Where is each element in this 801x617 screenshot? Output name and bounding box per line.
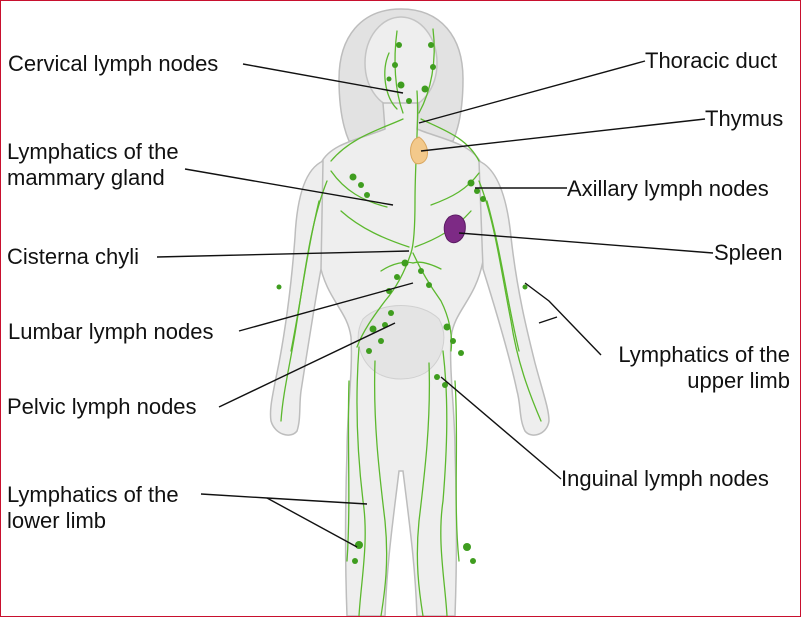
label-upper-line-2: upper limb <box>687 368 790 393</box>
leader-thoracic <box>418 60 646 124</box>
leader-upper-limb-2 <box>538 316 558 324</box>
label-lower-line-2: lower limb <box>7 508 107 533</box>
label-cervical-lymph-nodes: Cervical lymph nodes <box>8 51 219 76</box>
label-upper-line-1: Lymphatics of the <box>618 342 790 367</box>
label-mammary-lymphatics: Lymphatics of the mammary gland <box>7 139 179 191</box>
label-lower-limb-lymphatics: Lymphatics of the lower limb <box>7 482 179 534</box>
leader-upper-limb <box>524 282 602 356</box>
lymph-nodes <box>276 42 528 564</box>
leader-lines <box>156 60 714 548</box>
label-mammary-line-2: mammary gland <box>7 165 165 190</box>
label-spleen: Spleen <box>714 240 783 265</box>
label-thoracic-duct: Thoracic duct <box>645 48 778 73</box>
spleen <box>443 214 466 244</box>
label-thymus: Thymus <box>705 106 784 131</box>
left-arm <box>269 159 324 436</box>
leader-pelvic <box>218 322 396 408</box>
leader-mammary <box>184 168 394 206</box>
label-mammary-line-1: Lymphatics of the <box>7 139 179 164</box>
leader-inguinal <box>440 376 562 480</box>
leader-spleen <box>458 232 714 254</box>
leader-cervical <box>242 63 404 94</box>
thymus <box>410 136 428 165</box>
label-axillary-lymph-nodes: Axillary lymph nodes <box>567 176 769 201</box>
pelvis-shade <box>357 305 445 380</box>
leader-cisterna <box>156 250 410 258</box>
leader-lower-limb <box>200 493 368 505</box>
label-upper-limb-lymphatics: Lymphatics of the upper limb <box>618 342 790 394</box>
label-cisterna-chyli: Cisterna chyli <box>7 244 140 269</box>
label-pelvic-lymph-nodes: Pelvic lymph nodes <box>7 394 197 419</box>
leader-thymus <box>420 118 706 152</box>
leader-lumbar <box>238 282 414 332</box>
label-inguinal-lymph-nodes: Inguinal lymph nodes <box>561 466 769 491</box>
leader-lower-limb-2 <box>266 497 358 548</box>
label-lower-line-1: Lymphatics of the <box>7 482 179 507</box>
label-lumbar-lymph-nodes: Lumbar lymph nodes <box>8 319 214 344</box>
right-arm <box>478 159 550 436</box>
